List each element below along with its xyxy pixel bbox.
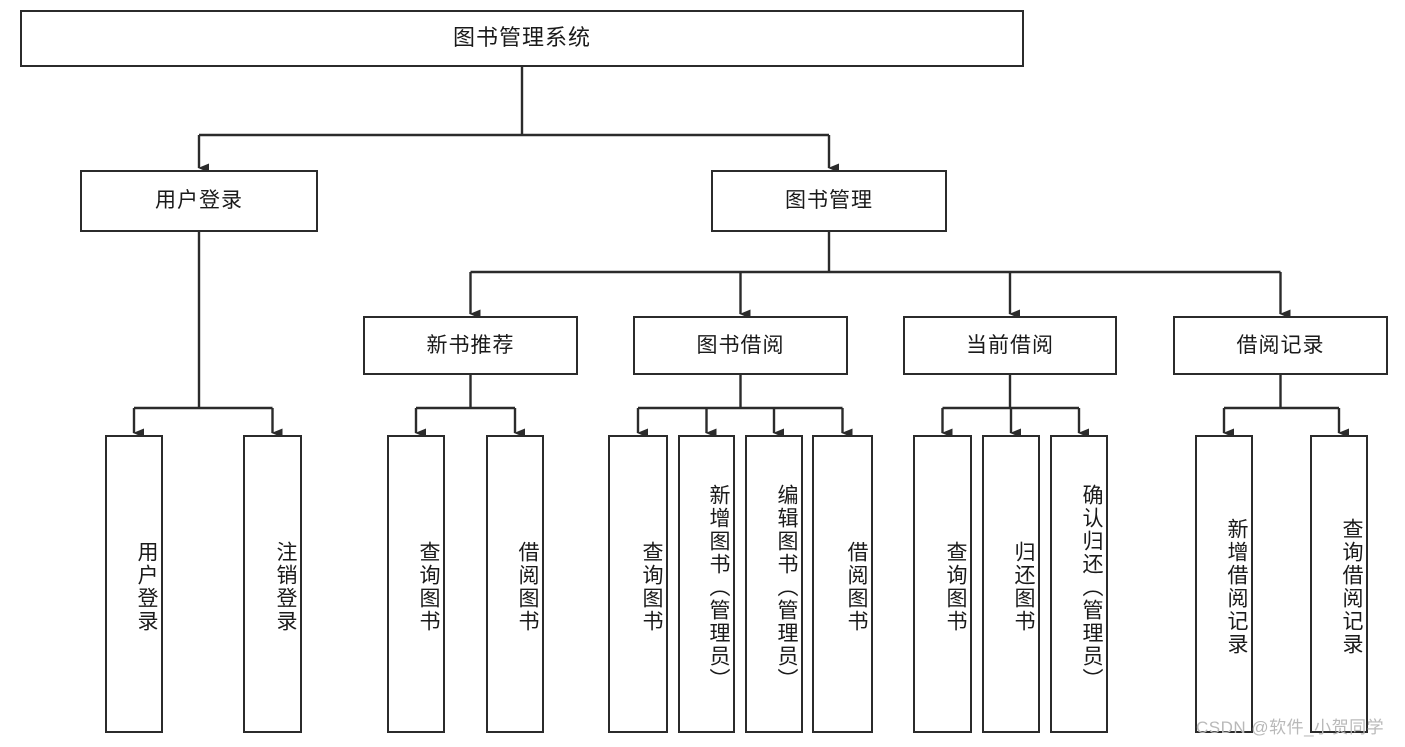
leaf-add-borrow-record-label: 新增借阅记录 [1225, 518, 1248, 656]
node-root[interactable]: 图书管理系统 [20, 10, 1024, 67]
leaf-edit-book[interactable]: 编辑图书（管理员） [745, 435, 803, 733]
leaf-confirm-return-label: 确认归还（管理员） [1080, 483, 1103, 691]
node-new-book-recommend-label: 新书推荐 [426, 333, 515, 357]
leaf-query-borrow-record-label: 查询借阅记录 [1340, 518, 1363, 656]
node-current-borrow[interactable]: 当前借阅 [903, 316, 1117, 375]
node-borrow-record-label: 借阅记录 [1236, 333, 1325, 357]
leaf-user-login-label: 用户登录 [135, 541, 158, 633]
node-root-label: 图书管理系统 [452, 25, 591, 51]
node-user-login-label: 用户登录 [155, 189, 243, 213]
leaf-borrow-book-recommend-label: 借阅图书 [516, 541, 539, 633]
leaf-borrow-book[interactable]: 借阅图书 [812, 435, 873, 733]
leaf-query-book-recommend[interactable]: 查询图书 [387, 435, 445, 733]
leaf-borrow-book-label: 借阅图书 [845, 541, 868, 633]
leaf-add-borrow-record[interactable]: 新增借阅记录 [1195, 435, 1253, 733]
node-book-borrow[interactable]: 图书借阅 [633, 316, 848, 375]
leaf-confirm-return[interactable]: 确认归还（管理员） [1050, 435, 1108, 733]
leaf-query-book-current[interactable]: 查询图书 [913, 435, 972, 733]
csdn-watermark: CSDN @软件_小贺同学 [1196, 718, 1385, 737]
leaf-return-book-label: 归还图书 [1012, 541, 1035, 633]
node-user-login[interactable]: 用户登录 [80, 170, 318, 232]
leaf-borrow-book-recommend[interactable]: 借阅图书 [486, 435, 544, 733]
node-book-manage[interactable]: 图书管理 [711, 170, 947, 232]
leaf-user-logout-label: 注销登录 [274, 541, 297, 633]
node-current-borrow-label: 当前借阅 [966, 333, 1054, 357]
leaf-query-book-recommend-label: 查询图书 [417, 541, 440, 633]
leaf-user-login[interactable]: 用户登录 [105, 435, 163, 733]
node-new-book-recommend[interactable]: 新书推荐 [363, 316, 578, 375]
leaf-return-book[interactable]: 归还图书 [982, 435, 1040, 733]
node-borrow-record[interactable]: 借阅记录 [1173, 316, 1388, 375]
leaf-query-book-borrow-label: 查询图书 [640, 541, 663, 633]
leaf-query-borrow-record[interactable]: 查询借阅记录 [1310, 435, 1368, 733]
leaf-add-book-label: 新增图书（管理员） [707, 483, 730, 691]
leaf-query-book-current-label: 查询图书 [944, 541, 967, 633]
node-book-borrow-label: 图书借阅 [696, 333, 785, 357]
leaf-user-logout[interactable]: 注销登录 [243, 435, 302, 733]
node-book-manage-label: 图书管理 [785, 189, 873, 213]
leaf-query-book-borrow[interactable]: 查询图书 [608, 435, 668, 733]
leaf-add-book[interactable]: 新增图书（管理员） [678, 435, 735, 733]
leaf-edit-book-label: 编辑图书（管理员） [775, 483, 798, 691]
